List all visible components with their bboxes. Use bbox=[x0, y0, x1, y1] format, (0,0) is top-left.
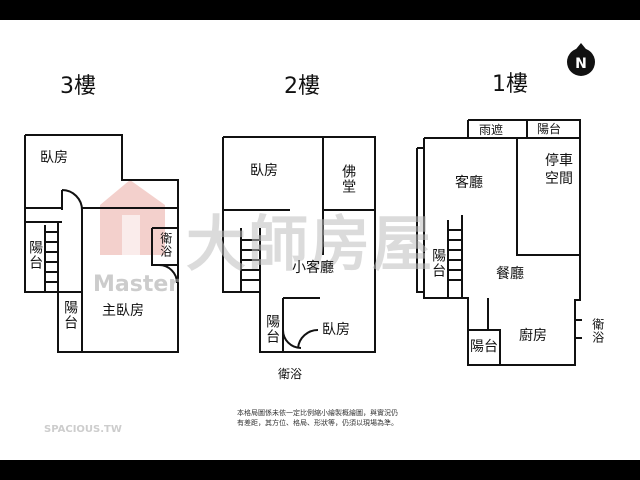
room-1f-kitchen: 廚房 bbox=[519, 328, 547, 344]
floor-title-1f: 1樓 bbox=[492, 72, 528, 97]
room-3f-bedroom: 臥房 bbox=[40, 150, 68, 166]
room-2f-bedroom-bottom: 臥房 bbox=[322, 322, 350, 338]
disclaimer-line-2: 有差距，其方位、格局、形狀等，仍須以現場為準。 bbox=[237, 419, 398, 427]
plan-3f bbox=[24, 134, 179, 353]
plan-1f bbox=[416, 119, 582, 366]
compass-label: N bbox=[575, 56, 587, 72]
room-1f-parking: 停車空間 bbox=[545, 153, 573, 187]
room-1f-balcony-left: 陽台 bbox=[430, 248, 447, 278]
room-2f-balcony: 陽台 bbox=[264, 314, 281, 344]
disclaimer-line-1: 本格局圖係未依一定比例縮小繪製概繪圖，與實況仍 bbox=[237, 409, 398, 417]
bottom-black-bar bbox=[0, 460, 640, 480]
north-compass-icon: N bbox=[567, 43, 595, 76]
plan-2f bbox=[222, 136, 376, 353]
room-1f-balcony-bottom: 陽台 bbox=[470, 339, 498, 355]
room-1f-living-room: 客廳 bbox=[455, 175, 483, 191]
room-3f-bathroom: 衛浴 bbox=[158, 232, 173, 258]
floor-title-3f: 3樓 bbox=[60, 74, 96, 99]
room-1f-balcony-top: 陽台 bbox=[537, 122, 562, 136]
room-3f-master-bedroom: 主臥房 bbox=[102, 303, 144, 319]
top-black-bar bbox=[0, 0, 640, 20]
room-2f-buddha-hall: 佛堂 bbox=[340, 164, 357, 194]
disclaimer-text: 本格局圖係未依一定比例縮小繪製概繪圖，與實況仍 有差距，其方位、格局、形狀等，仍… bbox=[185, 408, 450, 428]
room-2f-small-living: 小客廳 bbox=[292, 260, 334, 276]
corner-watermark: SPACIOUS.TW bbox=[44, 424, 122, 435]
room-3f-balcony-left: 陽台 bbox=[27, 240, 44, 270]
room-3f-balcony-lower: 陽台 bbox=[62, 300, 79, 330]
room-1f-dining: 餐廳 bbox=[496, 266, 524, 282]
watermark-logo-en: Master bbox=[93, 272, 180, 297]
room-1f-bathroom: 衛浴 bbox=[590, 318, 605, 344]
watermark-logo-text: 大師房屋 bbox=[186, 210, 434, 280]
floor-title-2f: 2樓 bbox=[284, 74, 320, 99]
room-2f-bathroom: 衛浴 bbox=[278, 367, 303, 381]
room-2f-bedroom-top: 臥房 bbox=[250, 163, 278, 179]
room-1f-canopy: 雨遮 bbox=[479, 123, 504, 137]
